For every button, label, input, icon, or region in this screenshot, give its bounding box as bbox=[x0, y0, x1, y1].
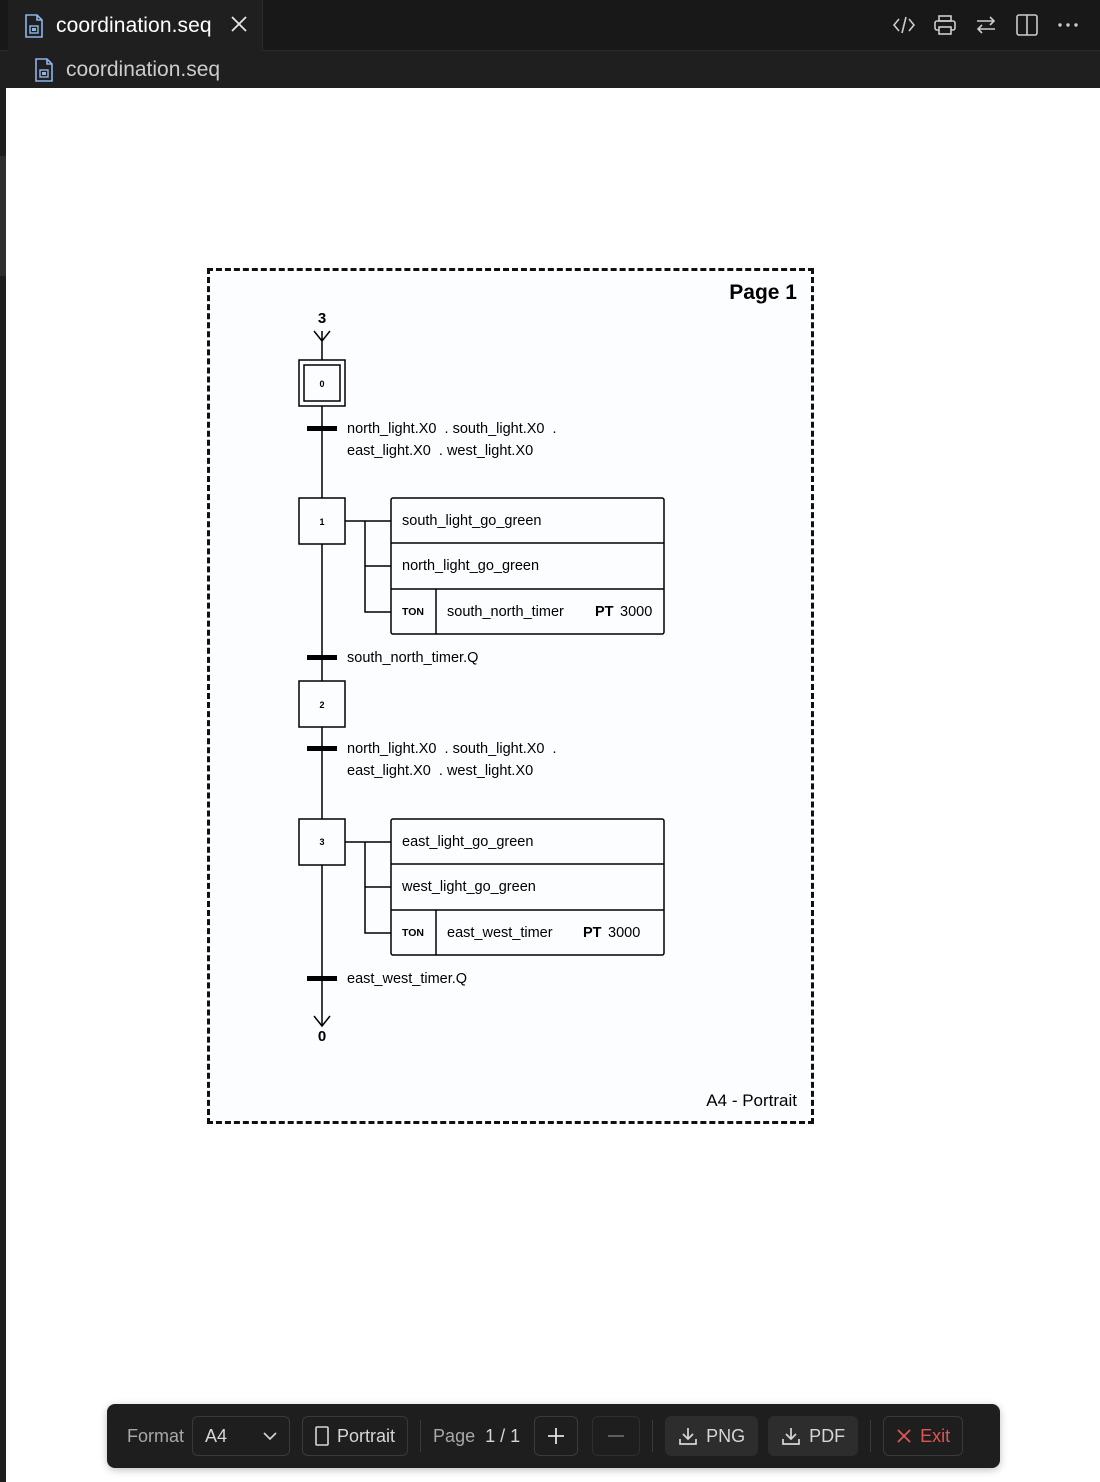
timer-pt-value: 3000 bbox=[608, 925, 640, 941]
editor-tab-bar: coordination.seq bbox=[0, 0, 1100, 51]
timer-pt-keyword: PT bbox=[583, 925, 602, 941]
export-png-button[interactable]: PNG bbox=[665, 1416, 759, 1456]
file-icon bbox=[25, 13, 43, 38]
export-pdf-button[interactable]: PDF bbox=[768, 1416, 859, 1456]
initial-link-arrow bbox=[313, 330, 331, 360]
timer-type: TON bbox=[402, 927, 424, 939]
download-icon bbox=[782, 1428, 800, 1445]
download-icon bbox=[679, 1428, 697, 1445]
transition-4-condition: east_west_timer.Q bbox=[347, 971, 467, 987]
preview-page: Page 1 3 0 north_light.X0 . south_light.… bbox=[207, 268, 814, 1124]
transition-3-condition: north_light.X0 . south_light.X0 . bbox=[347, 741, 557, 757]
minus-icon bbox=[608, 1435, 625, 1437]
step-1-label: 1 bbox=[319, 517, 324, 527]
step-2[interactable] bbox=[298, 680, 346, 728]
more-actions-icon[interactable] bbox=[1054, 11, 1082, 39]
orientation-label: Portrait bbox=[337, 1425, 396, 1446]
close-icon[interactable] bbox=[229, 14, 249, 34]
action-label: south_light_go_green bbox=[402, 513, 541, 529]
action-label: north_light_go_green bbox=[402, 558, 539, 574]
timer-pt-keyword: PT bbox=[595, 604, 614, 620]
divider bbox=[420, 1420, 422, 1452]
divider bbox=[652, 1420, 654, 1452]
file-icon bbox=[35, 57, 53, 82]
action-block-2 bbox=[390, 818, 665, 956]
chevron-down-icon bbox=[263, 1431, 277, 1440]
plus-icon bbox=[548, 1428, 565, 1444]
action-connector bbox=[345, 520, 391, 613]
exit-button[interactable]: Exit bbox=[883, 1416, 964, 1456]
editor-actions bbox=[890, 11, 1082, 39]
format-select[interactable]: A4 bbox=[192, 1416, 291, 1456]
final-link-label: 0 bbox=[318, 1028, 326, 1045]
portrait-icon bbox=[315, 1426, 329, 1446]
pdf-label: PDF bbox=[809, 1425, 846, 1446]
breadcrumb: coordination.seq bbox=[0, 51, 1100, 88]
timer-pt-value: 3000 bbox=[620, 604, 652, 620]
format-value: A4 bbox=[205, 1425, 228, 1446]
action-connector bbox=[345, 841, 391, 934]
compare-arrows-icon[interactable] bbox=[972, 11, 1000, 39]
png-label: PNG bbox=[706, 1425, 746, 1446]
transition-bar[interactable] bbox=[307, 655, 337, 660]
transition-1-condition: north_light.X0 . south_light.X0 . bbox=[347, 421, 557, 437]
transition-2-condition: south_north_timer.Q bbox=[347, 650, 478, 666]
activity-edge bbox=[0, 88, 6, 1482]
breadcrumb-file[interactable]: coordination.seq bbox=[66, 57, 221, 81]
action-label: east_light_go_green bbox=[402, 834, 533, 850]
final-link-arrow bbox=[313, 1015, 331, 1028]
action-label: west_light_go_green bbox=[401, 879, 536, 895]
transition-bar[interactable] bbox=[307, 746, 337, 751]
transition-bar[interactable] bbox=[307, 426, 337, 431]
orientation-button[interactable]: Portrait bbox=[302, 1416, 409, 1456]
remove-page-button[interactable] bbox=[592, 1416, 641, 1456]
transition-bar[interactable] bbox=[307, 976, 337, 981]
step-2-label: 2 bbox=[319, 700, 324, 710]
page-indicator: 1 / 1 bbox=[485, 1425, 521, 1446]
step-3[interactable] bbox=[298, 818, 346, 866]
action-block-1 bbox=[390, 497, 665, 635]
grafcet-diagram: 3 0 north_light.X0 . south_light.X0 . ea… bbox=[298, 310, 665, 1045]
add-page-button[interactable] bbox=[534, 1416, 579, 1456]
timer-name: east_west_timer bbox=[447, 925, 553, 941]
divider bbox=[870, 1420, 872, 1452]
exit-label: Exit bbox=[920, 1425, 951, 1446]
initial-link-label: 3 bbox=[318, 310, 326, 327]
step-0-inner bbox=[303, 364, 341, 402]
print-icon[interactable] bbox=[931, 11, 959, 39]
transition-1-condition-2: east_light.X0 . west_light.X0 bbox=[347, 443, 533, 459]
close-icon bbox=[897, 1429, 911, 1443]
format-label: Format bbox=[127, 1425, 185, 1446]
page-label: Page bbox=[433, 1425, 476, 1446]
code-view-icon[interactable] bbox=[890, 11, 918, 39]
editor-tab[interactable]: coordination.seq bbox=[8, 0, 263, 51]
split-editor-icon[interactable] bbox=[1013, 11, 1041, 39]
page-format-label: A4 - Portrait bbox=[706, 1091, 797, 1110]
step-0-label: 0 bbox=[319, 379, 324, 389]
timer-type: TON bbox=[402, 606, 424, 618]
tab-title: coordination.seq bbox=[56, 13, 212, 37]
page-title: Page 1 bbox=[729, 281, 797, 304]
transition-3-condition-2: east_light.X0 . west_light.X0 bbox=[347, 763, 533, 779]
step-3-label: 3 bbox=[319, 837, 324, 847]
export-toolbar: Format A4 Portrait Page 1 / 1 PNG PDF bbox=[107, 1404, 1000, 1468]
timer-name: south_north_timer bbox=[447, 604, 564, 620]
